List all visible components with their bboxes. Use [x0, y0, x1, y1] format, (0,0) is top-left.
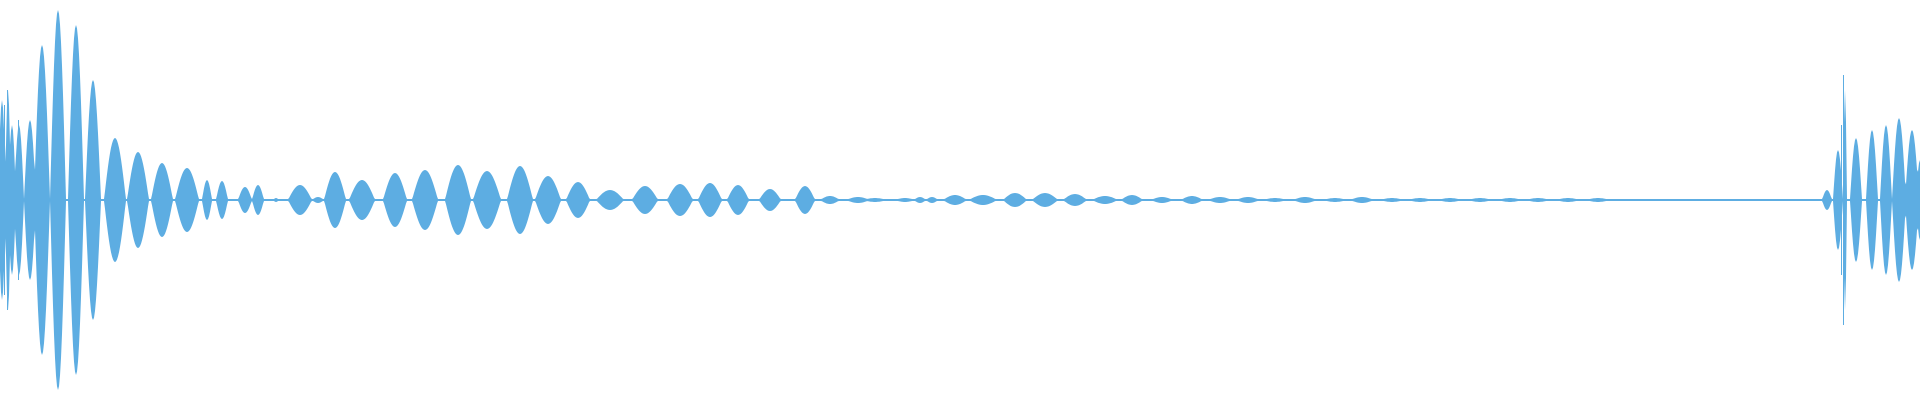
waveform-spike [18, 120, 19, 280]
waveform-spike [7, 90, 8, 310]
waveform-transient-spikes [4, 75, 1844, 325]
waveform-envelope [0, 10, 1920, 390]
waveform-spike [1841, 125, 1842, 275]
waveform-spike [4, 105, 5, 295]
waveform-spike [1843, 75, 1844, 325]
